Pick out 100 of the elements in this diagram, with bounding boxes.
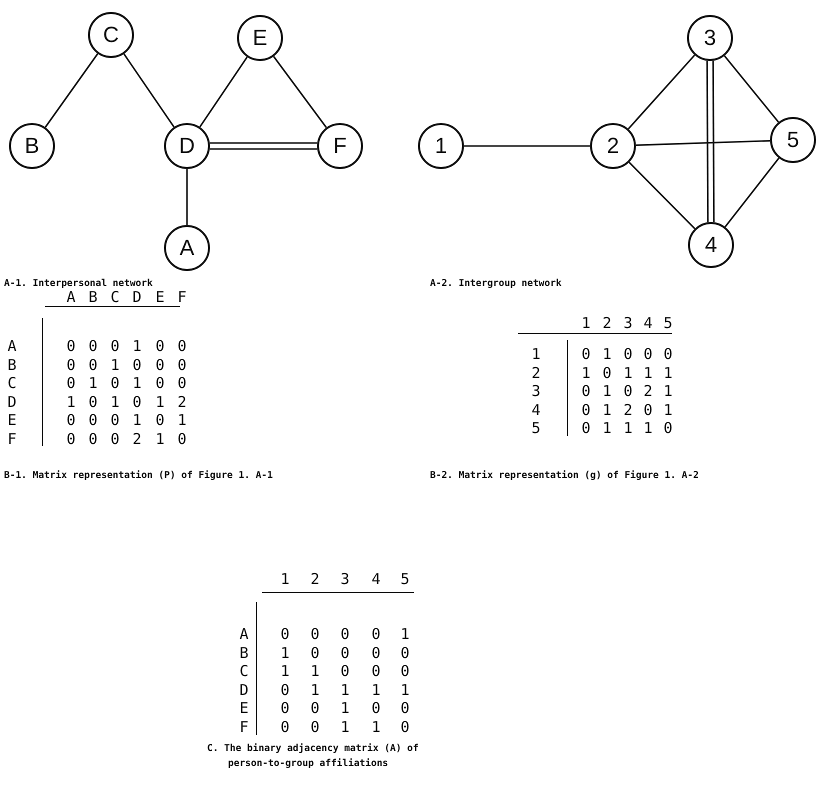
matrix-value: 0	[65, 410, 77, 430]
matrix-value: 0	[131, 392, 143, 412]
matrix-value: 1	[662, 381, 674, 401]
matrix-value: 0	[662, 344, 674, 364]
figure-caption: B-2. Matrix representation (g) of Figure 1. A-2	[430, 469, 700, 483]
column-header: 4	[642, 313, 654, 333]
edge-line	[273, 56, 327, 128]
matrix-value: 0	[87, 354, 99, 374]
matrix-value: 0	[580, 381, 592, 401]
matrix-value: 0	[87, 392, 99, 412]
matrix-value: 1	[662, 362, 674, 382]
matrix-value: 1	[622, 418, 634, 438]
matrix-value: 0	[399, 716, 411, 736]
row-header: C	[238, 661, 250, 681]
row-header: B	[238, 642, 250, 662]
row-header: E	[238, 698, 250, 718]
column-header: 1	[580, 313, 592, 333]
edge-line	[123, 54, 175, 128]
column-header: A	[65, 288, 77, 307]
matrix-value: 2	[622, 400, 634, 420]
row-header: 4	[530, 400, 542, 420]
column-header: 4	[370, 569, 382, 589]
matrix-value: 1	[154, 428, 166, 448]
matrix-value: 1	[601, 400, 613, 420]
column-header: E	[154, 287, 166, 307]
edge-line	[706, 60, 709, 222]
matrix-value: 1	[309, 680, 321, 700]
matrix-value: 0	[279, 680, 291, 700]
row-header: A	[6, 336, 18, 356]
matrix-value: 1	[662, 400, 674, 420]
matrix-value: 1	[399, 624, 411, 644]
matrix-value: 0	[65, 354, 77, 374]
matrix-value: 0	[65, 428, 77, 448]
matrix-value: 0	[109, 410, 121, 430]
row-header: B	[6, 354, 18, 374]
matrix-value: 0	[154, 373, 166, 393]
edge-line	[186, 169, 188, 225]
matrix-value: 0	[580, 400, 592, 420]
matrix-value: 0	[109, 428, 121, 448]
matrix-value: 0	[601, 362, 613, 382]
matrix-value: 1	[642, 418, 654, 438]
matrix-value: 1	[339, 698, 351, 718]
row-header: F	[238, 716, 250, 736]
matrix-value: 0	[65, 336, 77, 356]
matrix-value: 0	[309, 698, 321, 718]
matrix-value: 1	[131, 410, 143, 430]
matrix-value: 1	[642, 362, 654, 382]
matrix-value: 0	[370, 698, 382, 718]
matrix-value: 0	[154, 354, 166, 374]
column-header: 5	[399, 569, 411, 589]
row-header: 2	[530, 362, 542, 382]
matrix-value: 1	[580, 362, 592, 382]
matrix-value: 0	[642, 344, 654, 364]
matrix-value: 0	[279, 716, 291, 736]
matrix-value: 1	[176, 410, 188, 430]
edge-line	[724, 158, 780, 228]
matrix-value: 1	[399, 680, 411, 700]
edge-line	[712, 60, 715, 222]
matrix-value: 0	[279, 624, 291, 644]
row-header: E	[6, 410, 18, 430]
row-header: 3	[530, 381, 542, 401]
edge-line	[210, 142, 318, 144]
edge-line	[724, 55, 780, 123]
matrix-value: 0	[176, 336, 188, 356]
column-header: 2	[601, 313, 613, 333]
column-header: B	[87, 288, 99, 307]
matrix-value: 0	[370, 661, 382, 681]
matrix-value: 0	[662, 418, 674, 438]
matrix-value: 1	[131, 373, 143, 393]
matrix-value: 2	[176, 392, 188, 412]
matrix-value: 0	[580, 344, 592, 364]
matrix-value: 0	[370, 624, 382, 644]
column-header: 2	[309, 569, 321, 589]
row-header: 1	[530, 344, 542, 364]
matrix-value: 0	[339, 661, 351, 681]
edge-line	[628, 54, 696, 130]
matrix-value: 0	[309, 642, 321, 662]
matrix-value: 0	[309, 624, 321, 644]
matrix-value: 0	[399, 642, 411, 662]
matrix-value: 1	[131, 336, 143, 356]
matrix-value: 1	[309, 661, 321, 681]
matrix-value: 0	[87, 336, 99, 356]
matrix-value: 0	[279, 698, 291, 718]
matrix-value: 0	[580, 418, 592, 438]
edge-line	[199, 56, 248, 128]
figure-caption: B-1. Matrix representation (P) of Figure 1. A-1	[4, 469, 274, 483]
matrix-value: 1	[339, 680, 351, 700]
matrix-value: 0	[176, 354, 188, 374]
matrix-value: 1	[87, 373, 99, 393]
matrix-value: 1	[154, 392, 166, 412]
matrix-value: 0	[622, 344, 634, 364]
row-header: D	[238, 680, 250, 700]
matrix-value: 1	[279, 642, 291, 662]
matrix-value: 2	[131, 428, 143, 448]
matrix-value: 0	[154, 336, 166, 356]
matrix-value: 0	[339, 624, 351, 644]
edge-line	[636, 140, 770, 146]
matrix-value: 1	[622, 362, 634, 382]
row-header: F	[6, 428, 18, 448]
matrix-value: 1	[279, 661, 291, 681]
